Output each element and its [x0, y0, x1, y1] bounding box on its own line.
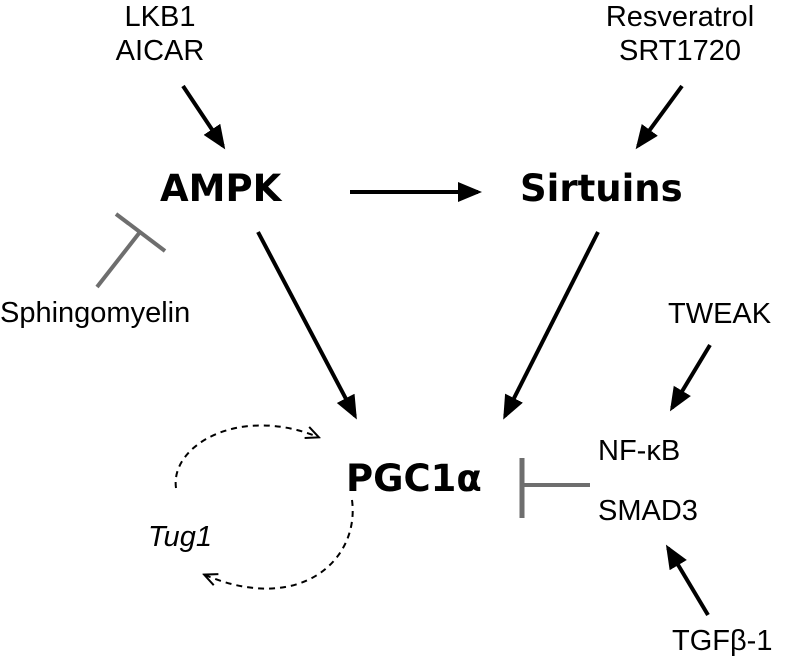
arrow-lkb1-to-ampk	[181, 84, 226, 150]
label-srt1720: SRT1720	[619, 35, 741, 67]
node-ampk: AMPK	[160, 167, 282, 210]
label-tgfb1: TGFβ-1	[672, 625, 773, 657]
label-resveratrol: Resveratrol	[605, 1, 755, 33]
inhibitor-nfkb-smad3-to-pgc1a	[519, 458, 590, 518]
label-aicar: AICAR	[115, 35, 205, 67]
node-sirtuins: Sirtuins	[520, 167, 683, 210]
label-lkb1: LKB1	[124, 1, 196, 33]
label-smad3: SMAD3	[598, 495, 698, 527]
arrow-tgfb1-to-smad3	[665, 544, 710, 617]
arrow-ampk-to-pgc1a	[256, 231, 357, 420]
label-tweak: TWEAK	[668, 298, 772, 330]
dashed-loop-tug1-to-pgc1a	[174, 424, 318, 489]
inhibitor-sphingomyelin-to-ampk	[95, 212, 167, 289]
dashed-loop-pgc1a-to-tug1	[205, 499, 354, 590]
node-pgc1a: PGC1α	[346, 457, 482, 500]
label-sphingomyelin: Sphingomyelin	[0, 297, 191, 329]
arrow-tweak-to-nfkb	[669, 343, 712, 412]
arrow-sirtuins-to-pgc1a	[503, 231, 600, 420]
label-tug1: Tug1	[148, 521, 212, 553]
label-nfkb: NF-κB	[598, 435, 681, 467]
arrow-resveratrol-to-sirtuins	[635, 84, 684, 150]
